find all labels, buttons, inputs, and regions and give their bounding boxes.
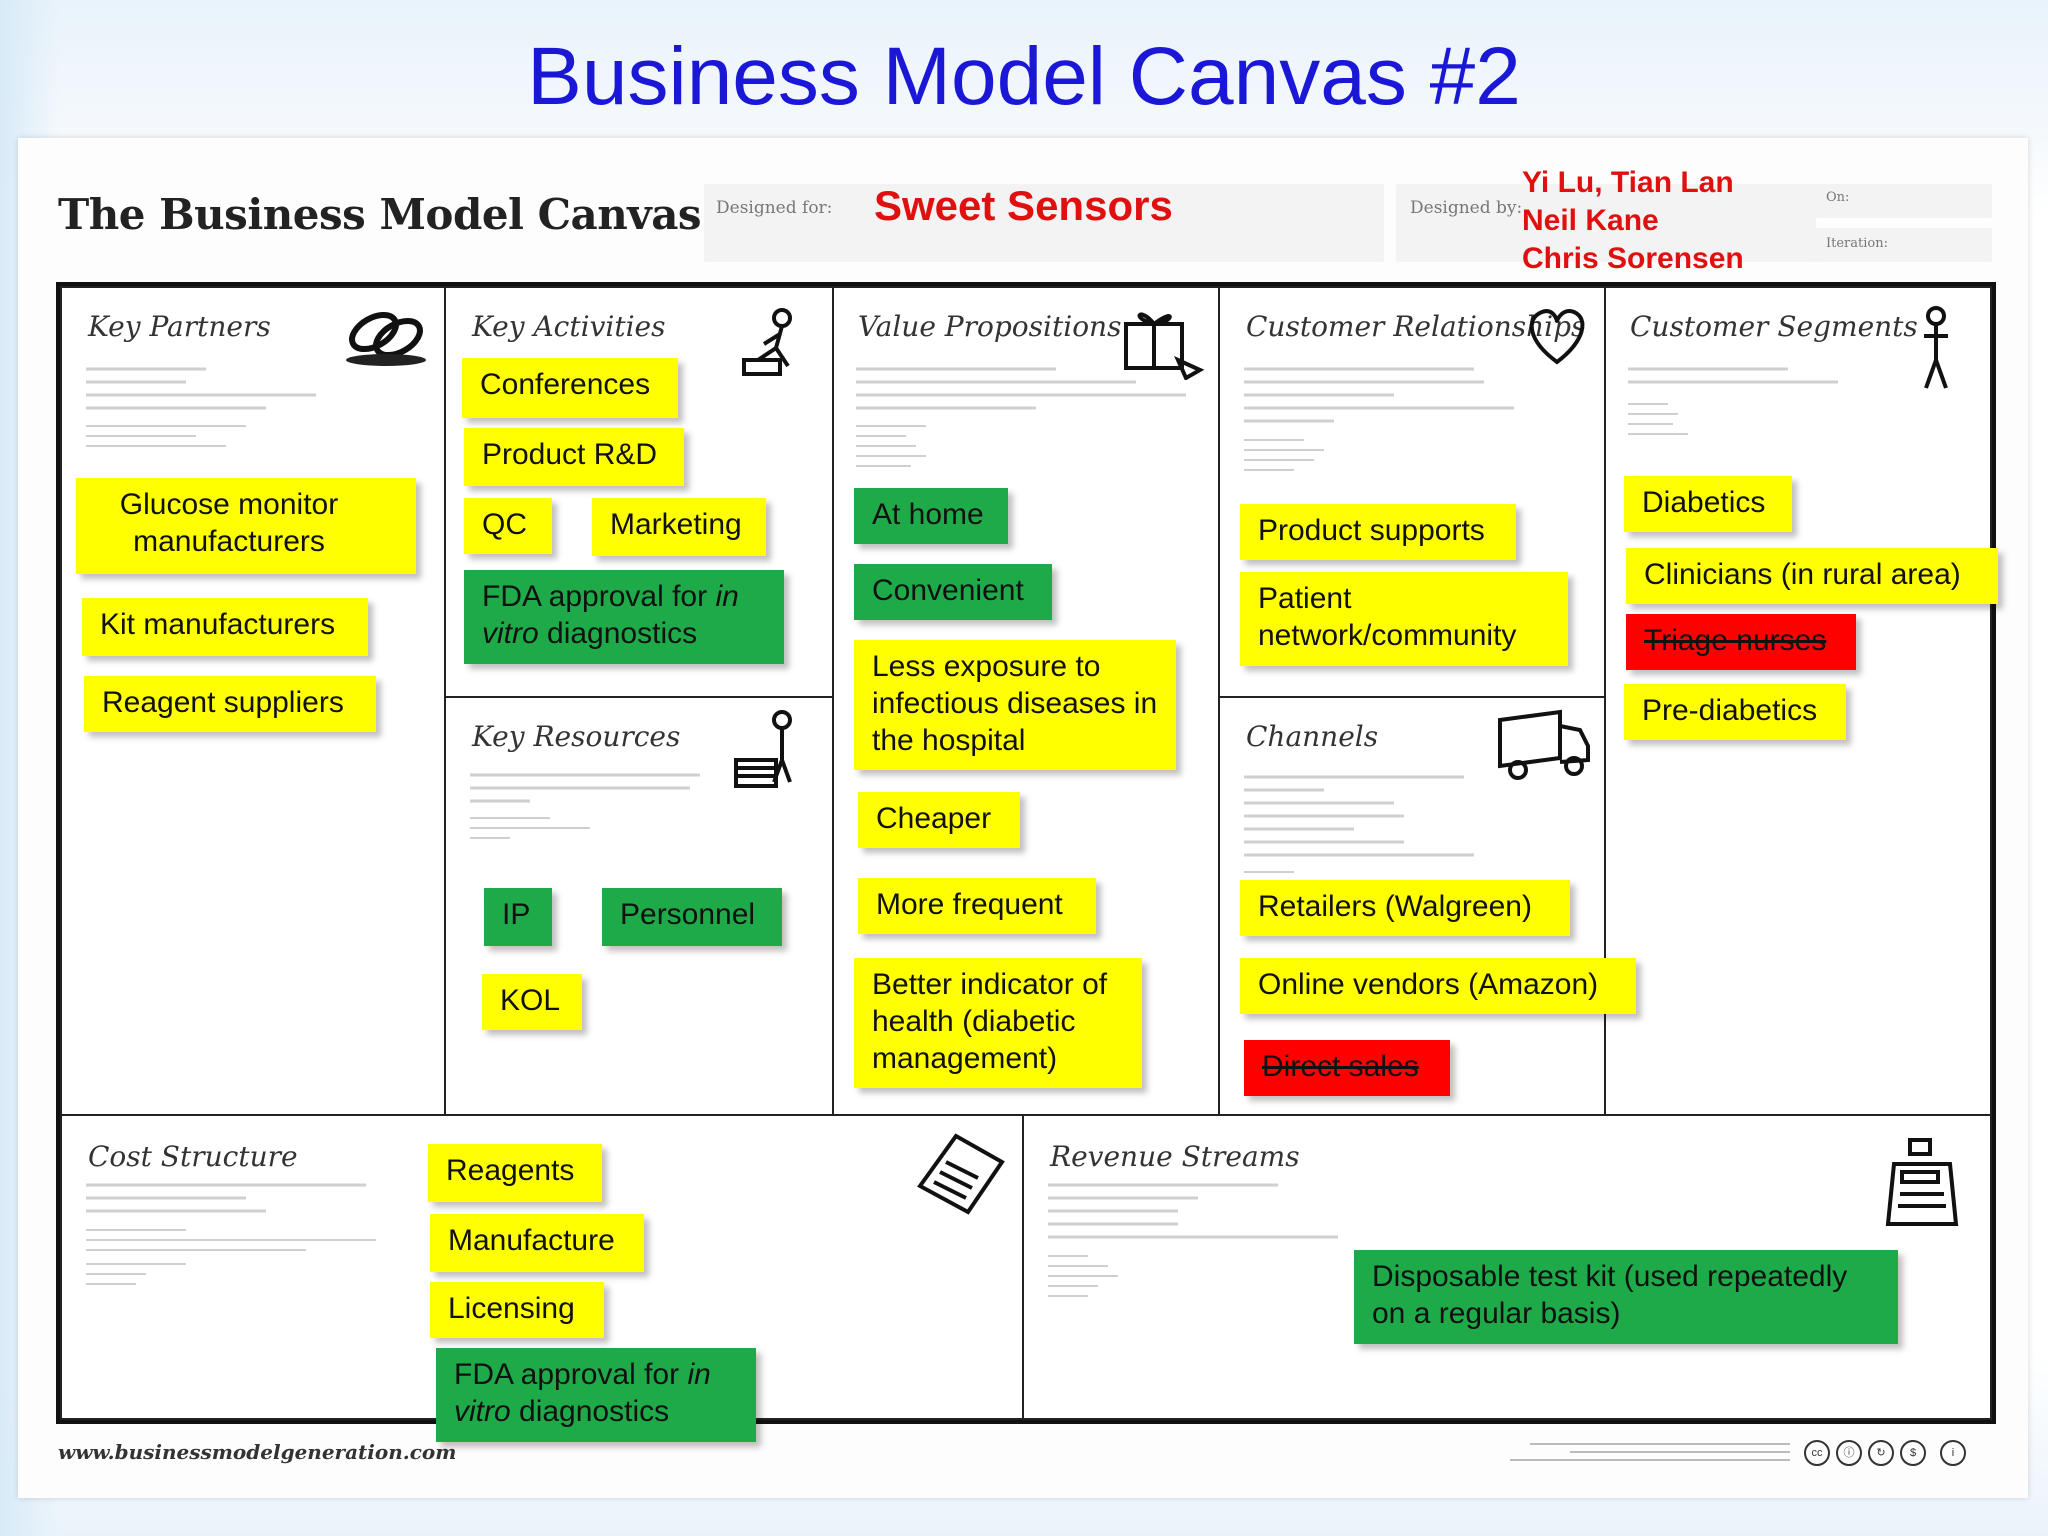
- gift-box-icon: [1124, 312, 1205, 380]
- note-cost-structure: Manufacture: [430, 1214, 644, 1272]
- note-customer-segments: Clinicians (in rural area): [1626, 548, 1998, 604]
- note-value-propositions: Convenient: [854, 564, 1052, 620]
- designed-for-label: Designed for:: [716, 198, 833, 218]
- designed-for-value: Sweet Sensors: [874, 182, 1173, 229]
- designed-by-label: Designed by:: [1410, 198, 1523, 218]
- note-value-propositions: More frequent: [858, 878, 1096, 934]
- key-resources-title: Key Resources: [472, 720, 681, 753]
- designed-by-box: [1396, 184, 1816, 262]
- note-key-partners: Glucose monitor manufacturers: [76, 478, 416, 574]
- note-value-propositions: Less exposure to infectious diseases in …: [854, 640, 1176, 770]
- note-customer-segments: Diabetics: [1624, 476, 1792, 532]
- noncommercial-icon: $: [1900, 1440, 1926, 1466]
- key-partners-guide-text: [86, 367, 316, 447]
- worker-icon: [742, 308, 792, 376]
- customer-segments-title: Customer Segments: [1630, 310, 1918, 343]
- cost-structure-title: Cost Structure: [88, 1140, 298, 1173]
- cash-register-icon: [1885, 1138, 1959, 1226]
- note-channels-struck: Direct sales: [1244, 1040, 1450, 1096]
- creative-commons-icon: cc: [1804, 1440, 1830, 1466]
- note-key-activities: Conferences: [462, 358, 678, 418]
- note-customer-relationships: Patient network/community: [1240, 572, 1568, 666]
- note-key-resources: IP: [484, 888, 552, 946]
- canvas-grid: [56, 282, 1996, 1424]
- note-cost-structure: FDA approval for in vitro diagnostics: [436, 1348, 756, 1442]
- canvas-brand-title: The Business Model Canvas: [58, 190, 702, 239]
- customer-segments-guide-text: [1628, 367, 1838, 435]
- note-channels: Retailers (Walgreen): [1240, 880, 1570, 936]
- info-icon: i: [1940, 1440, 1966, 1466]
- note-cost-structure: Licensing: [430, 1282, 604, 1338]
- note-key-partners: Reagent suppliers: [84, 676, 376, 732]
- date-box: [1816, 184, 1992, 218]
- note-revenue-streams: Disposable test kit (used repeatedly on …: [1354, 1250, 1898, 1344]
- channels-title: Channels: [1246, 720, 1379, 753]
- revenue-streams-title: Revenue Streams: [1050, 1140, 1300, 1173]
- note-channels: Online vendors (Amazon): [1240, 958, 1636, 1014]
- designer-line: Neil Kane: [1522, 204, 1659, 237]
- note-value-propositions: At home: [854, 488, 1008, 544]
- designed-for-box: [704, 184, 1384, 262]
- designer-line: Yi Lu, Tian Lan: [1522, 166, 1734, 199]
- key-activities-title: Key Activities: [472, 310, 666, 343]
- note-text: Glucose monitor manufacturers: [119, 488, 339, 558]
- share-alike-icon: ↻: [1868, 1440, 1894, 1466]
- note-customer-segments-struck: Triage nurses: [1626, 614, 1856, 670]
- note-customer-relationships: Product supports: [1240, 504, 1516, 560]
- note-key-activities: QC: [464, 498, 552, 554]
- attribution-icon: ⓘ: [1836, 1440, 1862, 1466]
- date-label: On:: [1826, 190, 1850, 205]
- note-key-resources: KOL: [482, 974, 582, 1030]
- note-value-propositions: Cheaper: [858, 792, 1020, 848]
- note-key-resources: Personnel: [602, 888, 782, 946]
- footer-url: www.businessmodelgeneration.com: [58, 1440, 457, 1464]
- key-resources-guide-text: [470, 773, 700, 839]
- note-key-activities: Marketing: [592, 498, 766, 556]
- note-cost-structure: Reagents: [428, 1144, 602, 1202]
- delivery-truck-icon: [1498, 709, 1590, 780]
- note-key-activities: Product R&D: [464, 428, 684, 486]
- note-value-propositions: Better indicator of health (diabetic man…: [854, 958, 1142, 1088]
- designer-line: Chris Sorensen: [1522, 242, 1744, 275]
- forklift-worker-icon: [734, 710, 792, 788]
- revenue-streams-guide-text: [1048, 1183, 1338, 1297]
- iteration-box: [1816, 228, 1992, 262]
- note-key-partners: Kit manufacturers: [82, 598, 368, 656]
- slide-title: Business Model Canvas #2: [527, 31, 1521, 122]
- key-partners-title: Key Partners: [88, 310, 271, 343]
- chain-link-icon: [346, 311, 426, 366]
- customer-relationships-title: Customer Relationships: [1246, 310, 1586, 343]
- cost-structure-guide-text: [86, 1183, 376, 1285]
- designers-list: Yi Lu, Tian Lan Neil Kane Chris Sorensen: [1522, 164, 1744, 278]
- person-icon: [1924, 306, 1948, 389]
- note-customer-segments: Pre-diabetics: [1624, 684, 1846, 740]
- value-propositions-guide-text: [856, 367, 1186, 467]
- channels-guide-text: [1244, 775, 1474, 873]
- license-fine-print: [1510, 1443, 1790, 1461]
- heart-icon: [1529, 309, 1585, 365]
- customer-relationships-guide-text: [1244, 367, 1514, 471]
- iteration-label: Iteration:: [1826, 236, 1888, 251]
- note-key-activities: FDA approval for in vitro diagnostics: [464, 570, 784, 664]
- receipt-paper-icon: [917, 1133, 1005, 1215]
- value-propositions-title: Value Propositions: [858, 310, 1122, 343]
